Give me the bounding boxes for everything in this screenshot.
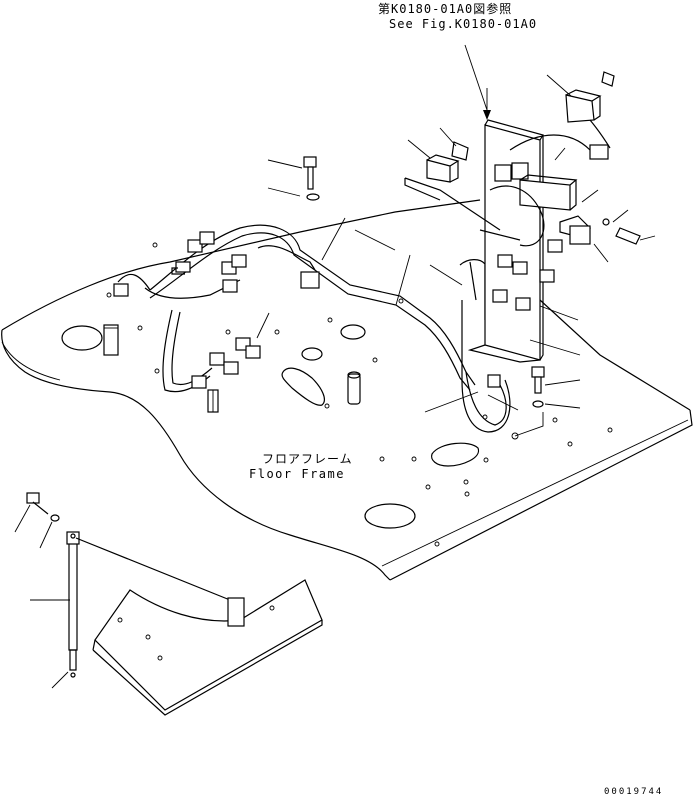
see-figure-reference-en: See Fig.K0180-01A0 (389, 17, 538, 31)
gas-strut-and-lid (66, 531, 323, 716)
floor-frame-label-ja: フロアフレーム (262, 452, 353, 466)
floor-frame-plate (1, 199, 693, 581)
leader-lines (14, 44, 656, 689)
top-relays (404, 89, 611, 231)
relay-bracket (467, 119, 609, 363)
plate-holes (61, 242, 613, 547)
floor-frame-label-en: Floor Frame (249, 467, 345, 481)
hardware (26, 71, 641, 522)
wiring-harness (117, 224, 511, 433)
connectors (113, 231, 320, 389)
standoffs (103, 324, 361, 413)
drawing-code: 00019744 (604, 787, 664, 797)
see-figure-reference-ja: 第K0180-01A0図参照 (378, 2, 513, 16)
